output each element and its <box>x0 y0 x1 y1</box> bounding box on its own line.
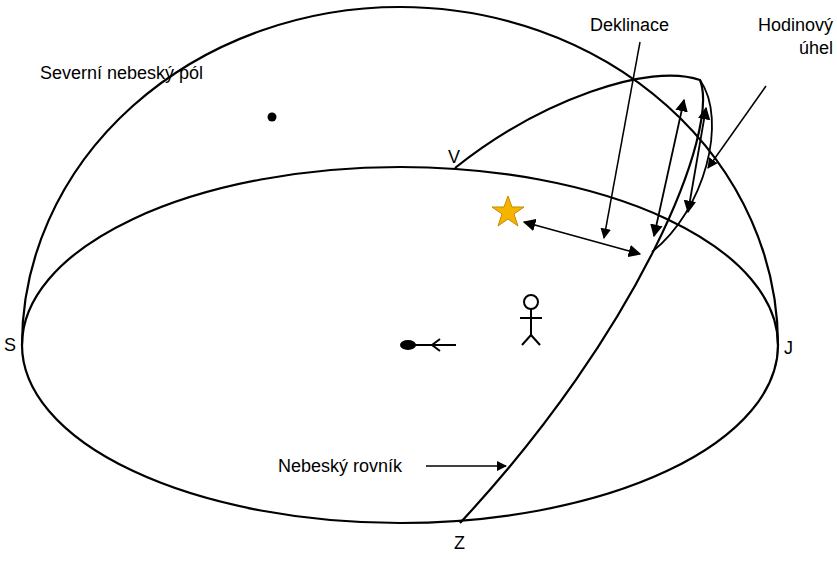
pointer-arrow <box>400 339 456 351</box>
leader-line <box>708 86 766 168</box>
diagram-label: J <box>784 337 793 360</box>
star <box>492 196 524 226</box>
hour-circle <box>652 80 712 252</box>
diagram-label: Nebeský rovník <box>278 455 402 478</box>
diagram-label: V <box>448 146 460 169</box>
diagram-label: Deklinace <box>590 14 669 37</box>
equator-curve <box>455 76 703 523</box>
diagram-label: Severní nebeský pól <box>40 62 203 85</box>
diagram-label: Hodinový úhel <box>739 14 833 59</box>
diagram-label: S <box>4 334 16 357</box>
leader-line <box>604 42 640 238</box>
hour-angle-arrow <box>688 108 706 212</box>
pole-dot <box>268 113 277 122</box>
horizon-ellipse <box>22 167 778 523</box>
leader-line <box>426 465 506 467</box>
declination-arrow <box>524 222 640 254</box>
celestial-dome <box>22 7 778 345</box>
observer-figure <box>520 295 542 345</box>
diagram-label: Z <box>454 532 465 555</box>
hour-angle-arrow <box>654 100 684 236</box>
